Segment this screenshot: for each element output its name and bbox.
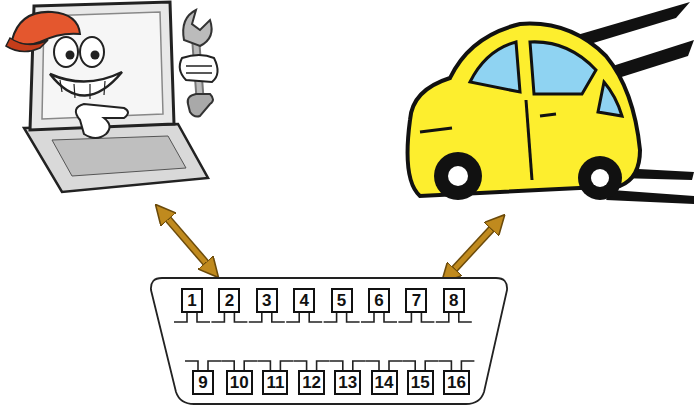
pin-number: 14 [375, 374, 394, 391]
pin-socket: 13 [334, 370, 361, 395]
pin-socket: 14 [371, 370, 398, 395]
pin-socket: 9 [192, 370, 214, 395]
link-arrows [162, 212, 498, 276]
pin-number: 11 [266, 374, 284, 391]
socket-notch [221, 361, 257, 370]
pin-number: 16 [447, 374, 466, 391]
socket-notch [330, 361, 366, 370]
socket-notch [249, 313, 285, 322]
socket-notch [436, 313, 472, 322]
pin-number: 7 [412, 292, 421, 309]
socket-notch [185, 361, 221, 370]
pin-socket: 1 [181, 288, 203, 313]
pin-number: 1 [187, 292, 196, 309]
pin-number: 3 [262, 292, 271, 309]
pin-socket: 7 [405, 288, 427, 313]
pin-socket: 5 [331, 288, 353, 313]
pin-number: 15 [411, 374, 430, 391]
socket-notch [324, 313, 360, 322]
car-cartoon [408, 2, 694, 204]
socket-notch [398, 313, 434, 322]
socket-notch [257, 361, 293, 370]
pin-number: 2 [225, 292, 234, 309]
pin-number: 13 [338, 374, 357, 391]
laptop-cartoon [6, 2, 218, 192]
socket-notch [211, 313, 247, 322]
socket-notch [361, 313, 397, 322]
pin-socket: 6 [368, 288, 390, 313]
pin-socket: 11 [262, 370, 288, 395]
pin-socket-outline [174, 313, 474, 370]
pin-number: 12 [302, 374, 321, 391]
pin-socket: 3 [256, 288, 278, 313]
pin-socket: 10 [226, 370, 253, 395]
pin-socket: 12 [298, 370, 325, 395]
socket-notch [286, 313, 322, 322]
socket-notch [438, 361, 474, 370]
socket-notch [366, 361, 402, 370]
pin-socket: 2 [218, 288, 240, 313]
pin-socket: 15 [407, 370, 434, 395]
pin-number: 9 [198, 374, 207, 391]
pin-socket: 8 [443, 288, 465, 313]
pin-number: 4 [299, 292, 308, 309]
pin-socket: 4 [293, 288, 315, 313]
pin-number: 6 [374, 292, 383, 309]
pin-socket: 16 [443, 370, 470, 395]
socket-notch [402, 361, 438, 370]
socket-notch [174, 313, 210, 322]
connector-housing [151, 278, 507, 404]
socket-notch [294, 361, 330, 370]
pin-number: 10 [230, 374, 249, 391]
pin-number: 5 [337, 292, 346, 309]
pin-number: 8 [449, 292, 458, 309]
